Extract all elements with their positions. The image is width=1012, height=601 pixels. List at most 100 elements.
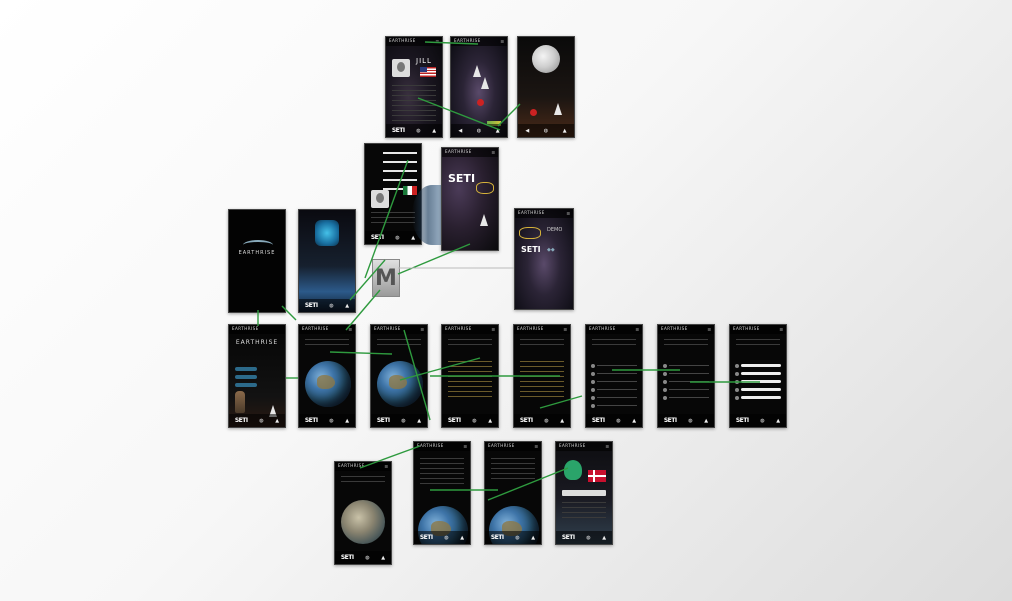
rocket-icon[interactable]: ▲ (560, 417, 565, 424)
rocket-icon[interactable]: ▲ (381, 554, 386, 561)
screen-list-5[interactable]: EARTHRISE☰ SETI◍▲ (729, 324, 787, 428)
screen-partners[interactable]: EARTHRISE☰ DEMO SETI ◆◆ (514, 208, 574, 310)
rocket-icon[interactable]: ▲ (345, 417, 350, 424)
screen-list-2[interactable]: EARTHRISE☰ SETI◍▲ (513, 324, 571, 428)
rocket-icon[interactable]: ▲ (417, 417, 422, 424)
globe-icon[interactable]: ◍ (586, 534, 591, 541)
menu-icon[interactable]: ☰ (635, 327, 639, 332)
screen-profile-dk[interactable]: EARTHRISE☰ SETI◍▲ (555, 441, 613, 545)
menu-icon[interactable]: ☰ (384, 464, 388, 469)
menu-icon[interactable]: ☰ (779, 327, 783, 332)
globe-icon[interactable]: ◍ (365, 554, 370, 561)
menu-icon[interactable]: ☰ (605, 444, 609, 449)
screen-list-4[interactable]: EARTHRISE☰ SETI◍▲ (657, 324, 715, 428)
list-rows[interactable] (448, 361, 492, 401)
menu-icon[interactable]: ☰ (348, 327, 352, 332)
globe-icon[interactable]: ◍ (329, 302, 334, 309)
seti-logo-icon[interactable]: SETI (663, 417, 677, 424)
seti-logo-icon[interactable]: SETI (370, 234, 384, 241)
user-input[interactable] (741, 364, 781, 367)
list-item[interactable] (663, 371, 709, 376)
globe-icon[interactable]: ◍ (416, 127, 421, 134)
rocket-icon[interactable]: ▲ (432, 127, 437, 134)
list-item[interactable] (663, 387, 709, 392)
screen-profile-jill[interactable]: EARTHRISE☰ JILL SETI◍▲ (385, 36, 443, 138)
menu-icon[interactable]: ☰ (463, 444, 467, 449)
menu-icon[interactable]: ☰ (563, 327, 567, 332)
seti-logo-icon[interactable]: SETI (490, 534, 504, 541)
seti-logo-icon[interactable]: SETI (234, 417, 248, 424)
menu-icon[interactable]: ☰ (534, 444, 538, 449)
back-icon[interactable]: ◀ (525, 127, 530, 134)
launch-button[interactable] (530, 109, 537, 116)
menu-items[interactable] (491, 458, 535, 483)
user-list[interactable] (591, 363, 637, 411)
seti-logo-icon[interactable]: SETI (391, 127, 405, 134)
menu-icon[interactable]: ☰ (491, 327, 495, 332)
globe-image[interactable] (305, 361, 351, 407)
list-item[interactable] (591, 395, 637, 400)
screen-list-1[interactable]: EARTHRISE☰ SETI◍▲ (441, 324, 499, 428)
seti-logo-icon[interactable]: SETI (735, 417, 749, 424)
globe-icon[interactable]: ◍ (515, 534, 520, 541)
list-item[interactable] (591, 363, 637, 368)
screen-globe-2[interactable]: EARTHRISE☰ SETI◍▲ (370, 324, 428, 428)
list-rows[interactable] (520, 361, 564, 401)
screen-avatar-editor[interactable]: SETI ◍ ▲ (364, 143, 422, 245)
screen-moon[interactable]: ◀◍▲ (517, 36, 575, 138)
seti-logo-icon[interactable]: SETI (519, 417, 533, 424)
screen-launch-rocket[interactable]: EARTHRISE☰ ◀◍▲ (450, 36, 508, 138)
globe-icon[interactable]: ◍ (544, 417, 549, 424)
menu-icon[interactable]: ☰ (500, 39, 504, 44)
rocket-icon[interactable]: ▲ (632, 417, 637, 424)
rocket-icon[interactable]: ▲ (602, 534, 607, 541)
screen-login[interactable]: EARTHRISE EARTHRISE SETI◍▲ (228, 324, 286, 428)
list-item[interactable] (591, 403, 637, 408)
screen-globe-1[interactable]: EARTHRISE☰ SETI◍▲ (298, 324, 356, 428)
menu-icon[interactable]: ☰ (435, 39, 439, 44)
rocket-icon[interactable]: ▲ (704, 417, 709, 424)
rocket-icon[interactable]: ▲ (460, 534, 465, 541)
user-input[interactable] (741, 380, 781, 383)
list-item[interactable] (735, 363, 781, 368)
rocket-icon[interactable]: ▲ (411, 234, 416, 241)
user-list[interactable] (735, 363, 781, 403)
maintenance-tile[interactable]: M (372, 259, 400, 297)
screen-splash[interactable]: EARTHRISE (228, 209, 286, 313)
screen-list-3[interactable]: EARTHRISE☰ SETI◍▲ (585, 324, 643, 428)
planet-image[interactable] (341, 500, 385, 544)
list-item[interactable] (591, 371, 637, 376)
screen-menu-globe-1[interactable]: EARTHRISE☰ SETI◍▲ (413, 441, 471, 545)
globe-icon[interactable]: ◍ (259, 417, 264, 424)
menu-items[interactable] (420, 458, 464, 488)
user-input[interactable] (741, 372, 781, 375)
rocket-icon[interactable]: ▲ (345, 302, 350, 309)
globe-icon[interactable]: ◍ (395, 234, 400, 241)
rocket-icon[interactable]: ▲ (531, 534, 536, 541)
rocket-icon[interactable]: ▲ (275, 417, 280, 424)
list-item[interactable] (591, 387, 637, 392)
rocket-icon[interactable]: ▲ (488, 417, 493, 424)
rocket-icon[interactable]: ▲ (776, 417, 781, 424)
seti-logo-icon[interactable]: SETI (340, 554, 354, 561)
list-item[interactable] (735, 371, 781, 376)
back-icon[interactable]: ◀ (458, 127, 463, 134)
seti-logo-icon[interactable]: SETI (561, 534, 575, 541)
list-item[interactable] (735, 379, 781, 384)
globe-icon[interactable]: ◍ (760, 417, 765, 424)
seti-logo-icon[interactable]: SETI (591, 417, 605, 424)
menu-icon[interactable]: ☰ (420, 327, 424, 332)
list-item[interactable] (591, 379, 637, 384)
list-item[interactable] (663, 363, 709, 368)
seti-logo-icon[interactable]: SETI (447, 417, 461, 424)
globe-icon[interactable]: ◍ (444, 534, 449, 541)
seti-logo-icon[interactable]: SETI (376, 417, 390, 424)
login-button[interactable] (235, 367, 257, 371)
rocket-icon[interactable]: ▲ (495, 127, 500, 134)
bio-field[interactable] (562, 490, 606, 496)
globe-icon[interactable]: ◍ (476, 127, 482, 134)
list-item[interactable] (735, 387, 781, 392)
list-item[interactable] (735, 395, 781, 400)
globe-icon[interactable]: ◍ (543, 127, 549, 134)
signup-button[interactable] (235, 375, 257, 379)
